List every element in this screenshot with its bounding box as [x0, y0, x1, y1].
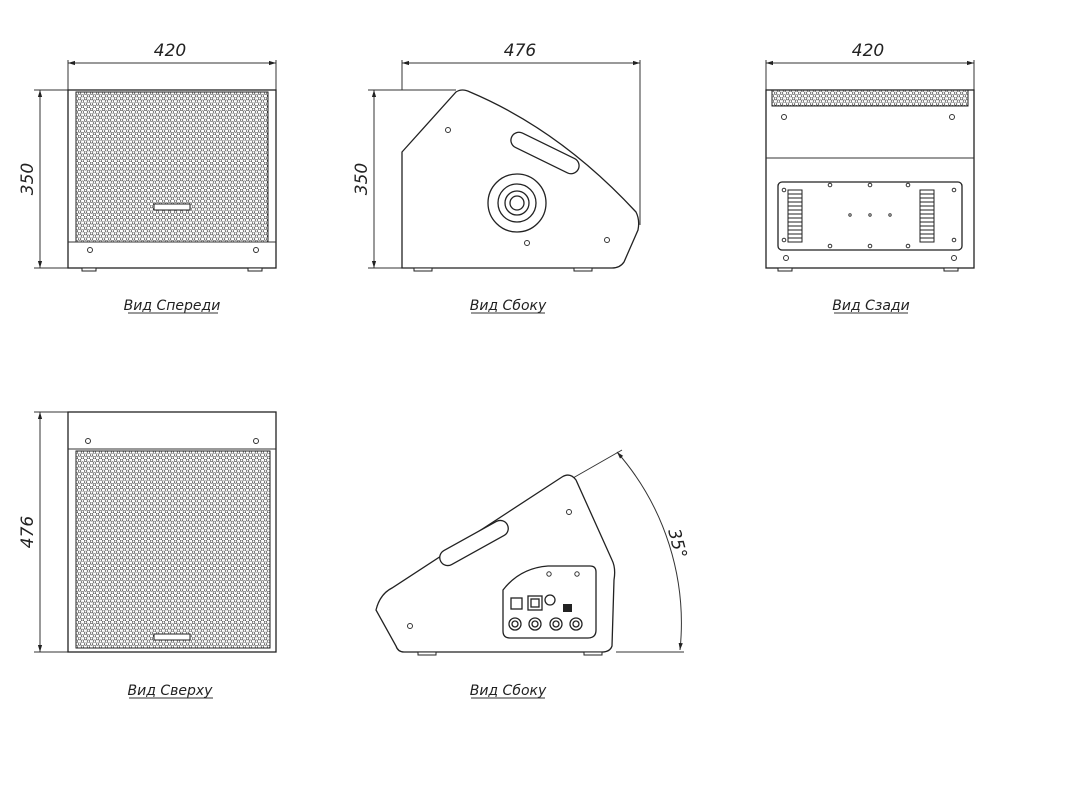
front-height-label: 350 — [18, 163, 38, 195]
side-panel-caption: Вид Сбоку — [470, 683, 547, 699]
back-heatsink-left — [787, 189, 803, 243]
top-height-dimension: 476 — [18, 411, 68, 653]
back-plate-screws — [781, 182, 957, 249]
front-logo-plate — [153, 203, 191, 211]
screw-icon — [951, 255, 957, 261]
power-switch-icon — [510, 597, 523, 610]
top-height-label: 476 — [18, 516, 38, 549]
screw-icon — [445, 127, 451, 133]
back-view: 420 Вид Сзади — [765, 41, 975, 314]
back-width-dimension: 420 — [765, 41, 975, 90]
screw-icon — [253, 247, 259, 253]
top-grille — [75, 450, 271, 649]
top-view: 476 Вид Сверху — [18, 411, 277, 699]
side-height-dimension: 350 — [352, 89, 456, 269]
front-height-dimension: 350 — [18, 89, 68, 269]
foot — [777, 267, 793, 272]
back-caption: Вид Сзади — [832, 298, 909, 314]
side-view: 476 350 Вид Сбоку — [352, 41, 641, 314]
back-width-label: 420 — [852, 41, 884, 61]
side-panel-handle — [439, 519, 509, 567]
foot — [247, 267, 263, 272]
screw-icon — [949, 114, 955, 120]
side-width-dimension: 476 — [401, 41, 641, 225]
foot — [413, 267, 433, 272]
side-height-label: 350 — [352, 163, 372, 195]
screw-icon — [407, 623, 413, 629]
screw-icon — [87, 247, 93, 253]
angle-label: 35° — [663, 527, 690, 561]
screw-icon — [781, 114, 787, 120]
top-caption: Вид Сверху — [128, 683, 214, 699]
side-handle — [510, 131, 580, 175]
screw-icon — [524, 240, 530, 246]
back-top-grille — [771, 89, 969, 107]
back-heatsink-right — [919, 189, 935, 243]
screw-icon — [604, 237, 610, 243]
top-logo-plate — [153, 633, 191, 641]
screw-icon — [253, 438, 259, 444]
foot — [573, 267, 593, 272]
screw-icon — [783, 255, 789, 261]
screw-icon — [85, 438, 91, 444]
volume-knob-icon — [544, 594, 556, 606]
side-panel-view: 35° Вид Сбоку — [375, 449, 690, 699]
side-width-label: 476 — [504, 41, 537, 61]
front-caption: Вид Спереди — [124, 298, 221, 314]
foot — [583, 651, 603, 656]
foot — [81, 267, 97, 272]
front-width-label: 420 — [154, 41, 186, 61]
foot — [417, 651, 437, 656]
front-grille — [75, 91, 269, 243]
side-caption: Вид Сбоку — [470, 298, 547, 314]
foot — [943, 267, 959, 272]
screw-icon — [566, 509, 572, 515]
front-view: 420 350 Вид Спереди — [18, 41, 277, 314]
xlr-connectors — [508, 617, 583, 631]
led-indicator-icon — [563, 604, 572, 612]
front-width-dimension: 420 — [67, 41, 277, 90]
